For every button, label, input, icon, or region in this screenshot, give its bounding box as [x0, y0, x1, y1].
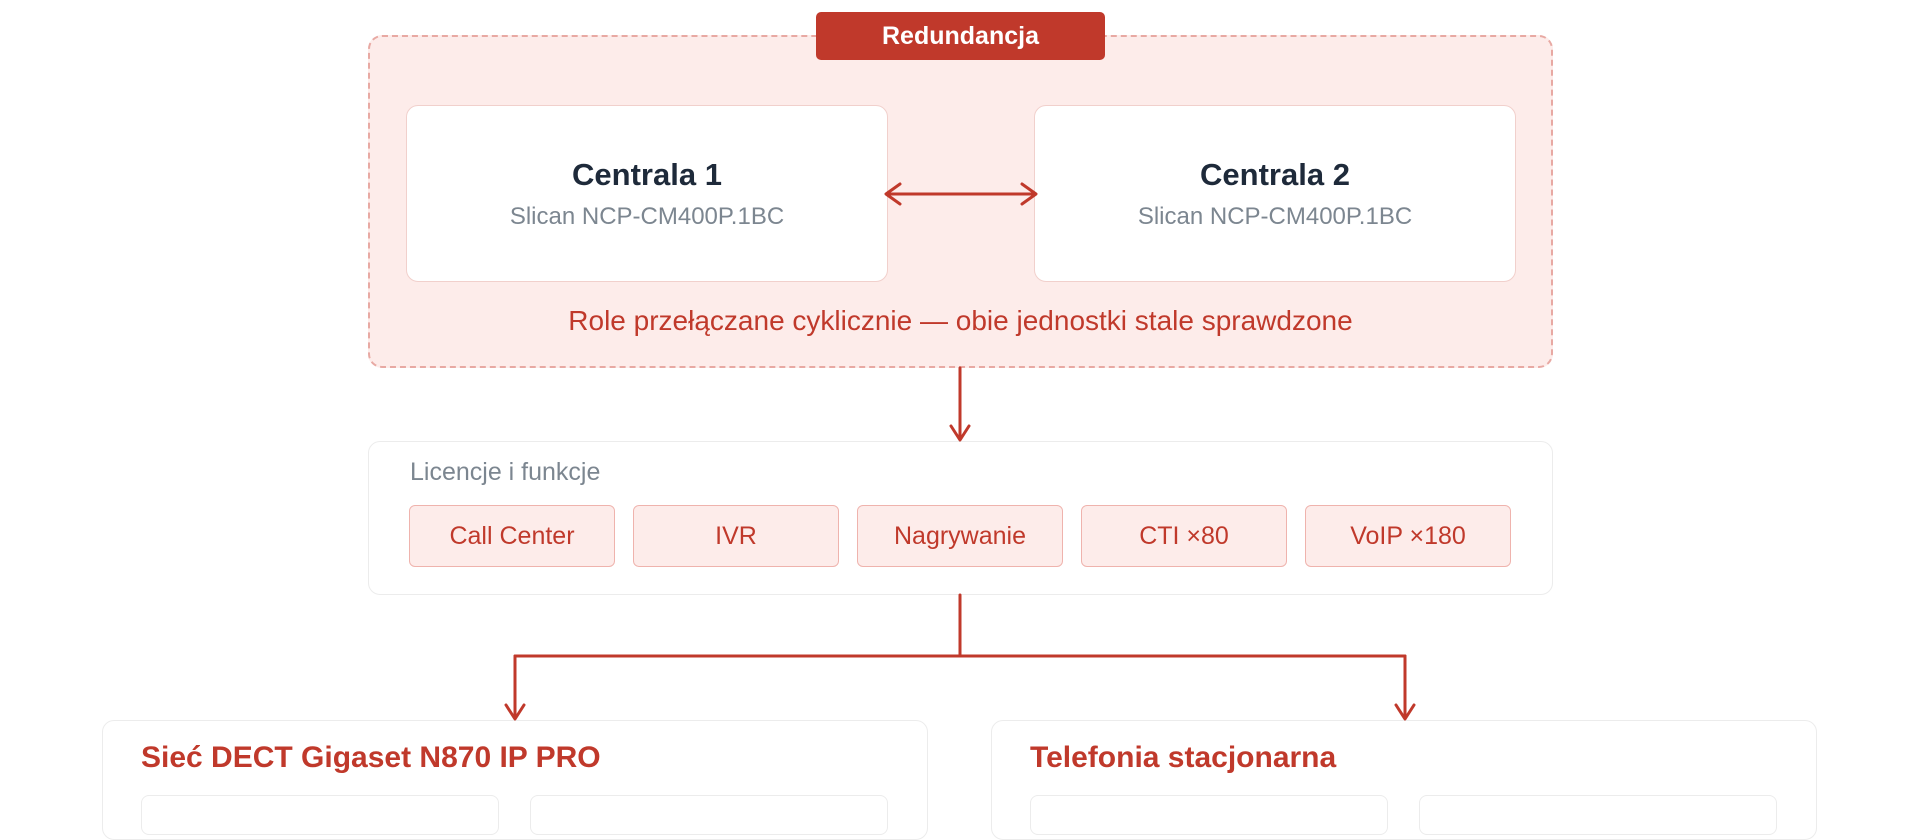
branch-left-arrowhead	[504, 703, 526, 721]
license-chip-voip: VoIP ×180	[1305, 505, 1511, 567]
dect-subcard-2	[530, 795, 888, 835]
pbx-unit-2-card: Centrala 2 Slican NCP-CM400P.1BC	[1034, 105, 1516, 282]
pbx-unit-1-card: Centrala 1 Slican NCP-CM400P.1BC	[406, 105, 888, 282]
licenses-title: Licencje i funkcje	[410, 458, 601, 486]
redundancy-note: Role przełączane cyklicznie — obie jedno…	[568, 305, 1353, 336]
pbx-unit-1-name: Centrala 1	[572, 156, 722, 192]
pbx-unit-2-name: Centrala 2	[1200, 156, 1350, 192]
zone-to-licenses-arrowhead	[949, 424, 971, 442]
license-chip-recording: Nagrywanie	[857, 505, 1063, 567]
pbx-unit-2-model: Slican NCP-CM400P.1BC	[1137, 202, 1413, 230]
desk-subcard-1	[1030, 795, 1388, 835]
license-chip-cti: CTI ×80	[1081, 505, 1287, 567]
license-chip-ivr: IVR	[633, 505, 839, 567]
pbx-unit-1-model: Slican NCP-CM400P.1BC	[509, 202, 785, 230]
dect-subcard-1	[141, 795, 499, 835]
desk-phones-title: Telefonia stacjonarna	[1030, 741, 1337, 774]
license-chip-call-center: Call Center	[409, 505, 615, 567]
dect-network-title: Sieć DECT Gigaset N870 IP PRO	[141, 741, 601, 774]
desk-subcard-2	[1419, 795, 1777, 835]
branch-right-arrowhead	[1394, 703, 1416, 721]
redundancy-badge: Redundancja	[816, 12, 1105, 60]
